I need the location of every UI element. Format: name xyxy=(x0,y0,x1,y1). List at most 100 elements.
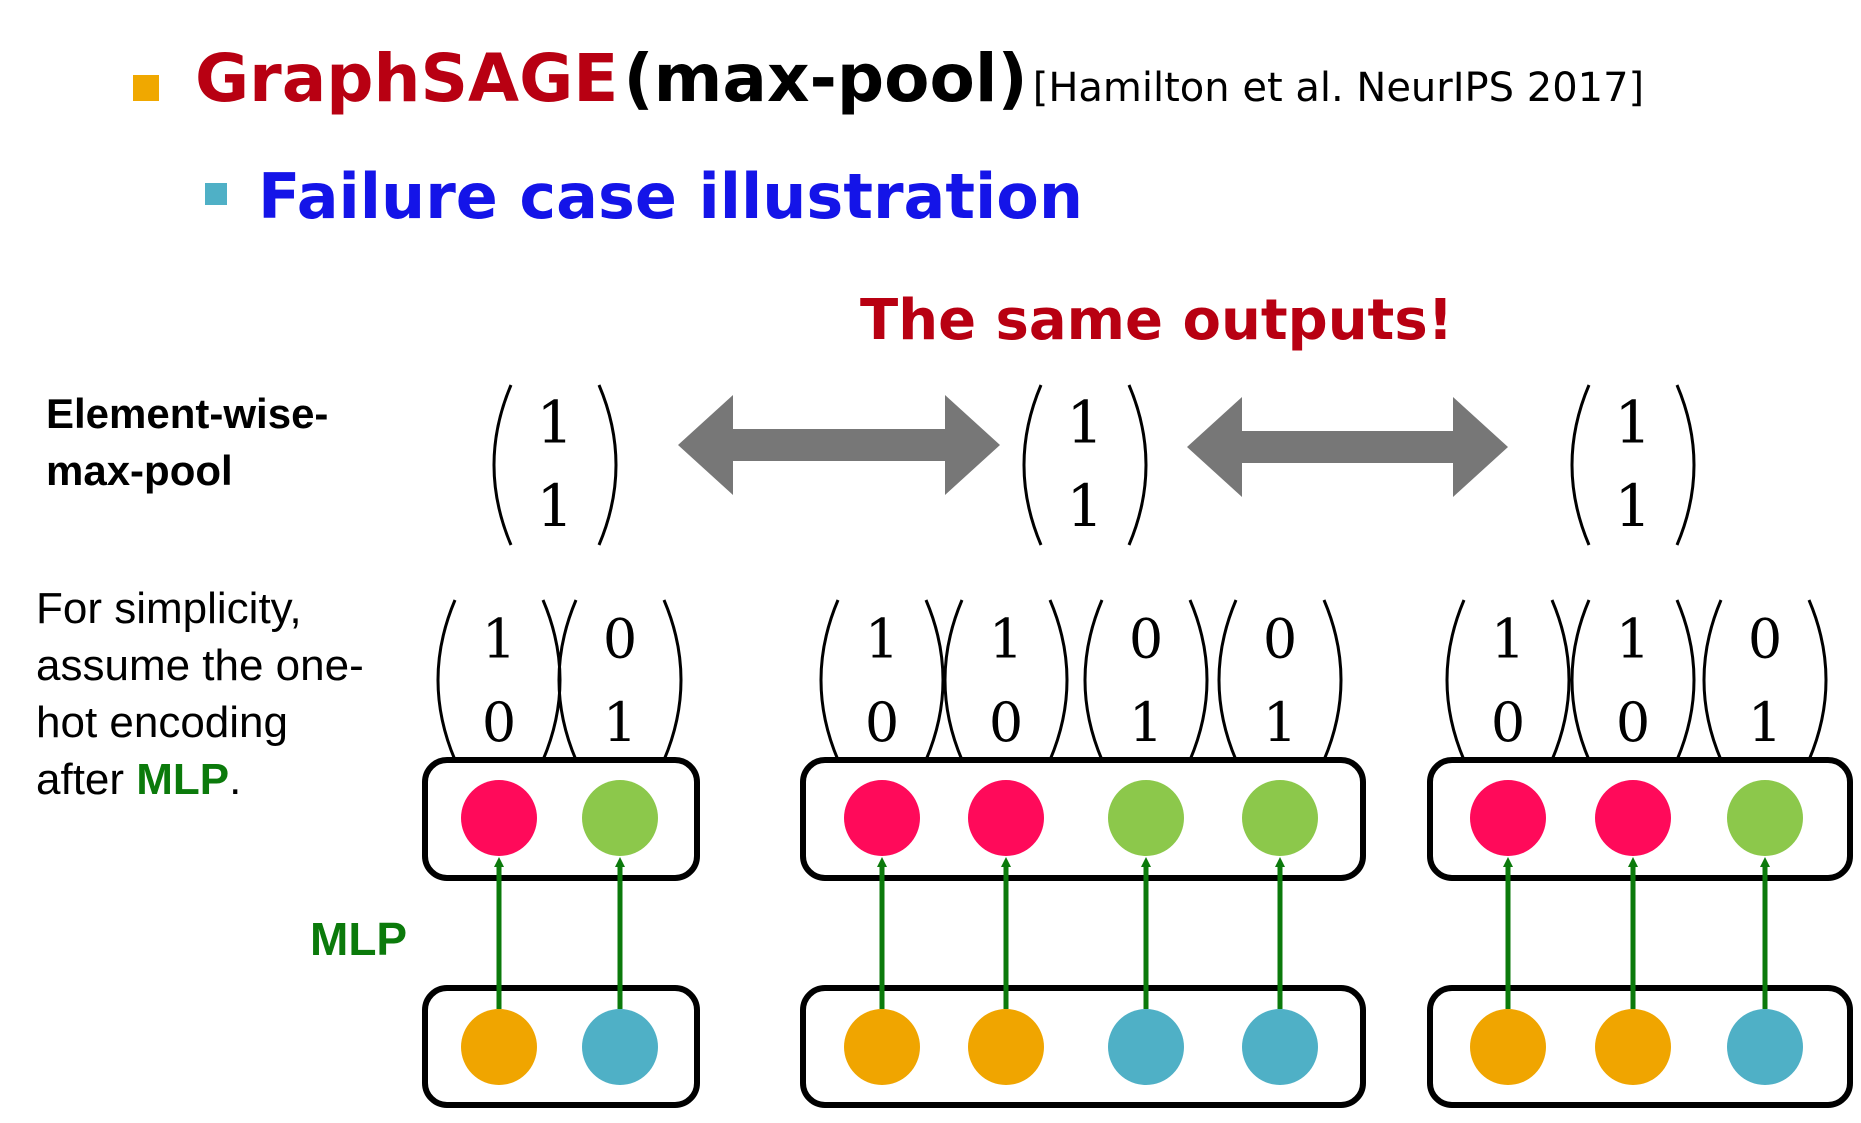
one-hot-vector: 01 xyxy=(1702,599,1828,761)
red-embedding-node xyxy=(844,780,920,856)
one-hot-vector: 01 xyxy=(1083,599,1209,761)
vector-entry: 1 xyxy=(482,608,516,671)
right-paren xyxy=(1675,599,1696,761)
input-box xyxy=(422,985,700,1108)
title-maxpool: (max-pool) xyxy=(623,40,1028,117)
element-wise-max-pool-label: Element-wise- max-pool xyxy=(46,385,406,499)
vector-entry: 1 xyxy=(1129,691,1163,754)
blue-input-node xyxy=(1242,1009,1318,1085)
red-embedding-node xyxy=(1470,780,1546,856)
mlp-label: MLP xyxy=(310,913,408,965)
right-paren xyxy=(1188,599,1209,761)
left-paren xyxy=(557,599,578,761)
green-embedding-node xyxy=(1242,780,1318,856)
right-paren xyxy=(1048,599,1069,761)
left-paren xyxy=(1217,599,1238,761)
blue-input-node xyxy=(1108,1009,1184,1085)
pool-label-line1: Element-wise- xyxy=(46,390,329,437)
note-period: . xyxy=(229,755,242,804)
blue-input-node xyxy=(582,1009,658,1085)
left-paren xyxy=(819,599,840,761)
right-paren xyxy=(1675,384,1696,546)
note-mlp: MLP xyxy=(136,755,230,804)
vector-entry: 0 xyxy=(1616,691,1650,754)
vector-entry: 1 xyxy=(537,472,574,540)
orange-bullet-icon xyxy=(133,75,159,101)
one-hot-vector: 10 xyxy=(943,599,1069,761)
vector-entry: 1 xyxy=(1263,691,1297,754)
simplicity-note: For simplicity, assume the one- hot enco… xyxy=(36,580,416,808)
vector-entry: 0 xyxy=(1748,608,1782,671)
double-arrow-right xyxy=(1187,397,1508,497)
green-embedding-node xyxy=(1108,780,1184,856)
teal-bullet-icon xyxy=(205,183,227,205)
red-embedding-node xyxy=(1595,780,1671,856)
pooled-output-vector: 11 xyxy=(492,384,618,546)
one-hot-vector: 01 xyxy=(557,599,683,761)
right-paren xyxy=(541,599,562,761)
right-paren xyxy=(1550,599,1571,761)
left-paren xyxy=(1702,599,1723,761)
vector-entry: 1 xyxy=(1748,691,1782,754)
title-graphsage: GraphSAGE xyxy=(195,40,619,117)
vector-entry: 1 xyxy=(537,389,574,457)
orange-input-node xyxy=(844,1009,920,1085)
green-embedding-node xyxy=(1727,780,1803,856)
vector-entry: 1 xyxy=(1615,472,1652,540)
left-paren xyxy=(1570,599,1591,761)
red-embedding-node xyxy=(968,780,1044,856)
right-paren xyxy=(1127,384,1148,546)
embedding-box xyxy=(422,757,700,881)
left-paren xyxy=(436,599,457,761)
vector-entry: 1 xyxy=(1615,389,1652,457)
vector-entry: 0 xyxy=(1263,608,1297,671)
vector-entry: 1 xyxy=(603,691,637,754)
vector-entry: 1 xyxy=(1067,389,1104,457)
note-line2: assume the one- xyxy=(36,641,364,690)
vector-entry: 1 xyxy=(1067,472,1104,540)
note-line4: after MLP. xyxy=(36,751,416,808)
embedding-box xyxy=(800,757,1366,881)
pooled-output-vector: 11 xyxy=(1022,384,1148,546)
left-paren xyxy=(1022,384,1043,546)
right-paren xyxy=(597,384,618,546)
vector-entry: 0 xyxy=(989,691,1023,754)
vector-entry: 0 xyxy=(603,608,637,671)
left-paren xyxy=(492,384,513,546)
embedding-box xyxy=(1427,757,1853,881)
one-hot-vector: 10 xyxy=(1445,599,1571,761)
red-embedding-node xyxy=(461,780,537,856)
green-embedding-node xyxy=(582,780,658,856)
double-arrow-left xyxy=(678,395,1000,495)
vector-entry: 0 xyxy=(865,691,899,754)
same-outputs-label: The same outputs! xyxy=(860,288,1454,353)
left-paren xyxy=(1570,384,1591,546)
one-hot-vector: 10 xyxy=(1570,599,1696,761)
orange-input-node xyxy=(1470,1009,1546,1085)
citation: [Hamilton et al. NeurIPS 2017] xyxy=(1032,65,1645,111)
vector-entry: 0 xyxy=(1129,608,1163,671)
note-after: after xyxy=(36,755,137,804)
left-paren xyxy=(1083,599,1104,761)
orange-input-node xyxy=(968,1009,1044,1085)
orange-input-node xyxy=(1595,1009,1671,1085)
page-title: GraphSAGE (max-pool) [Hamilton et al. Ne… xyxy=(195,40,1644,117)
input-box xyxy=(1427,985,1853,1108)
vector-entry: 0 xyxy=(482,691,516,754)
note-line3: hot encoding xyxy=(36,698,288,747)
vector-entry: 0 xyxy=(1491,691,1525,754)
one-hot-vector: 10 xyxy=(436,599,562,761)
right-paren xyxy=(924,599,945,761)
right-paren xyxy=(1807,599,1828,761)
vector-entry: 1 xyxy=(1616,608,1650,671)
vector-entry: 1 xyxy=(989,608,1023,671)
right-paren xyxy=(1322,599,1343,761)
right-paren xyxy=(662,599,683,761)
left-paren xyxy=(1445,599,1466,761)
blue-input-node xyxy=(1727,1009,1803,1085)
orange-input-node xyxy=(461,1009,537,1085)
